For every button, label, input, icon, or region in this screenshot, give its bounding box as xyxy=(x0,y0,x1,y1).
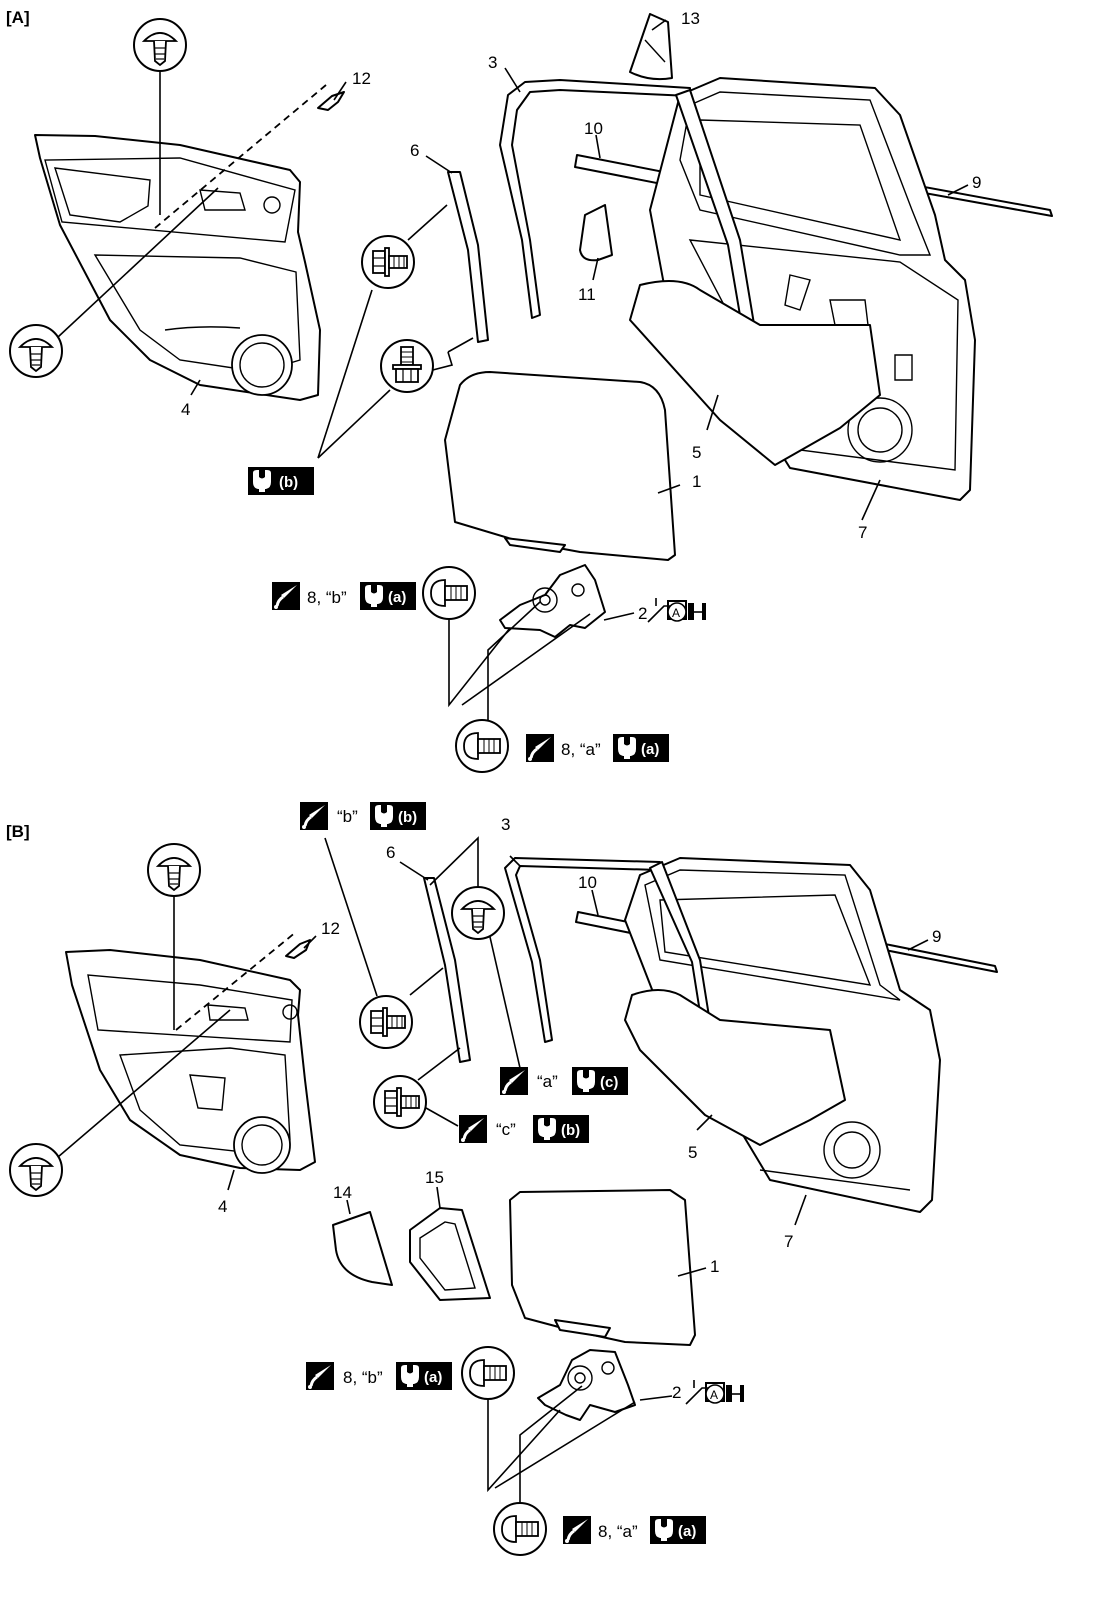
inner-trim-a xyxy=(579,204,613,262)
screw-icon xyxy=(461,1346,515,1400)
callout-3-b: 3 xyxy=(501,815,510,834)
svg-text:(a): (a) xyxy=(424,1369,442,1386)
section-label-b: [B] xyxy=(6,822,30,841)
sealant-note-8a-b: 8, “a” (a) xyxy=(561,1514,706,1546)
callout-10-a: 10 xyxy=(584,119,603,138)
callout-9-b: 9 xyxy=(932,927,941,946)
svg-text:“a”: “a” xyxy=(537,1072,558,1091)
callout-7-b: 7 xyxy=(784,1232,793,1251)
section-label-a: [A] xyxy=(6,8,30,27)
callout-3-a: 3 xyxy=(488,53,497,72)
bolt-icon xyxy=(359,995,413,1049)
callout-14-b: 14 xyxy=(333,1183,352,1202)
svg-text:(a): (a) xyxy=(388,589,406,606)
door-glass-a xyxy=(444,371,676,561)
screw-icon xyxy=(455,719,509,773)
callout-2-a: 2 xyxy=(638,604,647,623)
callout-1-a: 1 xyxy=(692,472,701,491)
svg-text:8, “b”: 8, “b” xyxy=(307,588,347,607)
quarter-frame-b xyxy=(409,1207,491,1301)
quarter-glass-b xyxy=(332,1211,393,1286)
door-trim-panel-b xyxy=(65,949,316,1174)
callout-6-a: 6 xyxy=(410,141,419,160)
callout-7-a: 7 xyxy=(858,523,867,542)
sealant-note-8a-a: 8, “a” (a) xyxy=(524,732,669,764)
bracket-b xyxy=(285,939,311,959)
callout-5-b: 5 xyxy=(688,1143,697,1162)
bolt-icon xyxy=(373,1075,427,1129)
svg-text:“b”: “b” xyxy=(337,807,358,826)
rear-sash-channel-a xyxy=(447,171,489,343)
callout-15-b: 15 xyxy=(425,1168,444,1187)
sealing-sheet-a xyxy=(629,280,881,466)
svg-text:A: A xyxy=(710,1388,718,1402)
door-glass-b xyxy=(509,1189,696,1346)
callout-4-b: 4 xyxy=(218,1197,227,1216)
clip-icon xyxy=(133,18,187,72)
svg-text:(b): (b) xyxy=(561,1122,580,1139)
bracket-a xyxy=(317,91,345,111)
svg-text:8, “a”: 8, “a” xyxy=(598,1522,638,1541)
sealant-icon xyxy=(524,732,556,764)
bolt-icon xyxy=(380,339,434,393)
svg-text:(b): (b) xyxy=(279,474,298,491)
svg-text:“c”: “c” xyxy=(496,1120,516,1139)
callout-11-a: 11 xyxy=(578,285,596,304)
svg-text:8, “b”: 8, “b” xyxy=(343,1368,383,1387)
callout-2-b: 2 xyxy=(672,1383,681,1402)
sealant-note-8b-b: 8, “b” (a) xyxy=(304,1360,452,1392)
callout-12-b: 12 xyxy=(321,919,340,938)
callout-9-a: 9 xyxy=(972,173,981,192)
svg-text:(b): (b) xyxy=(398,809,417,826)
sealant-icon xyxy=(270,580,302,612)
clip-icon xyxy=(147,843,201,897)
door-weatherstrip-b xyxy=(504,857,661,1043)
sealant-icon xyxy=(304,1360,336,1392)
callout-10-b: 10 xyxy=(578,873,597,892)
svg-text:(c): (c) xyxy=(600,1074,618,1091)
sealing-sheet-b xyxy=(624,989,846,1146)
callout-1-b: 1 xyxy=(710,1257,719,1276)
svg-text:A: A xyxy=(672,606,680,620)
svg-text:(a): (a) xyxy=(641,741,659,758)
svg-text:8, “a”: 8, “a” xyxy=(561,740,601,759)
window-regulator-a xyxy=(499,564,606,638)
bolt-icon xyxy=(361,235,415,289)
rear-sash-channel-b xyxy=(423,877,471,1063)
screw-icon xyxy=(493,1502,547,1556)
sealant-note-a-b: “a” (c) xyxy=(498,1065,628,1097)
grease-icon: A xyxy=(647,598,706,623)
sealant-icon xyxy=(298,800,330,832)
door-trim-panel-a xyxy=(34,134,321,401)
clip-icon xyxy=(9,1143,63,1197)
sealant-note-c-b: “c” (b) xyxy=(457,1113,589,1145)
torque-note-b-a: (b) xyxy=(248,467,314,495)
clip-icon xyxy=(9,324,63,378)
sealant-icon xyxy=(498,1065,530,1097)
sealant-icon xyxy=(457,1113,489,1145)
callout-5-a: 5 xyxy=(692,443,701,462)
callout-4-a: 4 xyxy=(181,400,190,419)
clip-icon xyxy=(451,886,505,940)
sealant-note-b-top: “b” (b) xyxy=(298,800,426,832)
callout-6-b: 6 xyxy=(386,843,395,862)
door-weatherstrip-a xyxy=(499,79,691,319)
callout-13-a: 13 xyxy=(681,9,700,28)
sealant-note-8b-a: 8, “b” (a) xyxy=(270,580,416,612)
svg-text:(a): (a) xyxy=(678,1523,696,1540)
screw-icon xyxy=(422,566,476,620)
door-body-a xyxy=(649,77,976,501)
grease-icon: A xyxy=(685,1380,744,1405)
sealant-icon xyxy=(561,1514,593,1546)
callout-12-a: 12 xyxy=(352,69,371,88)
